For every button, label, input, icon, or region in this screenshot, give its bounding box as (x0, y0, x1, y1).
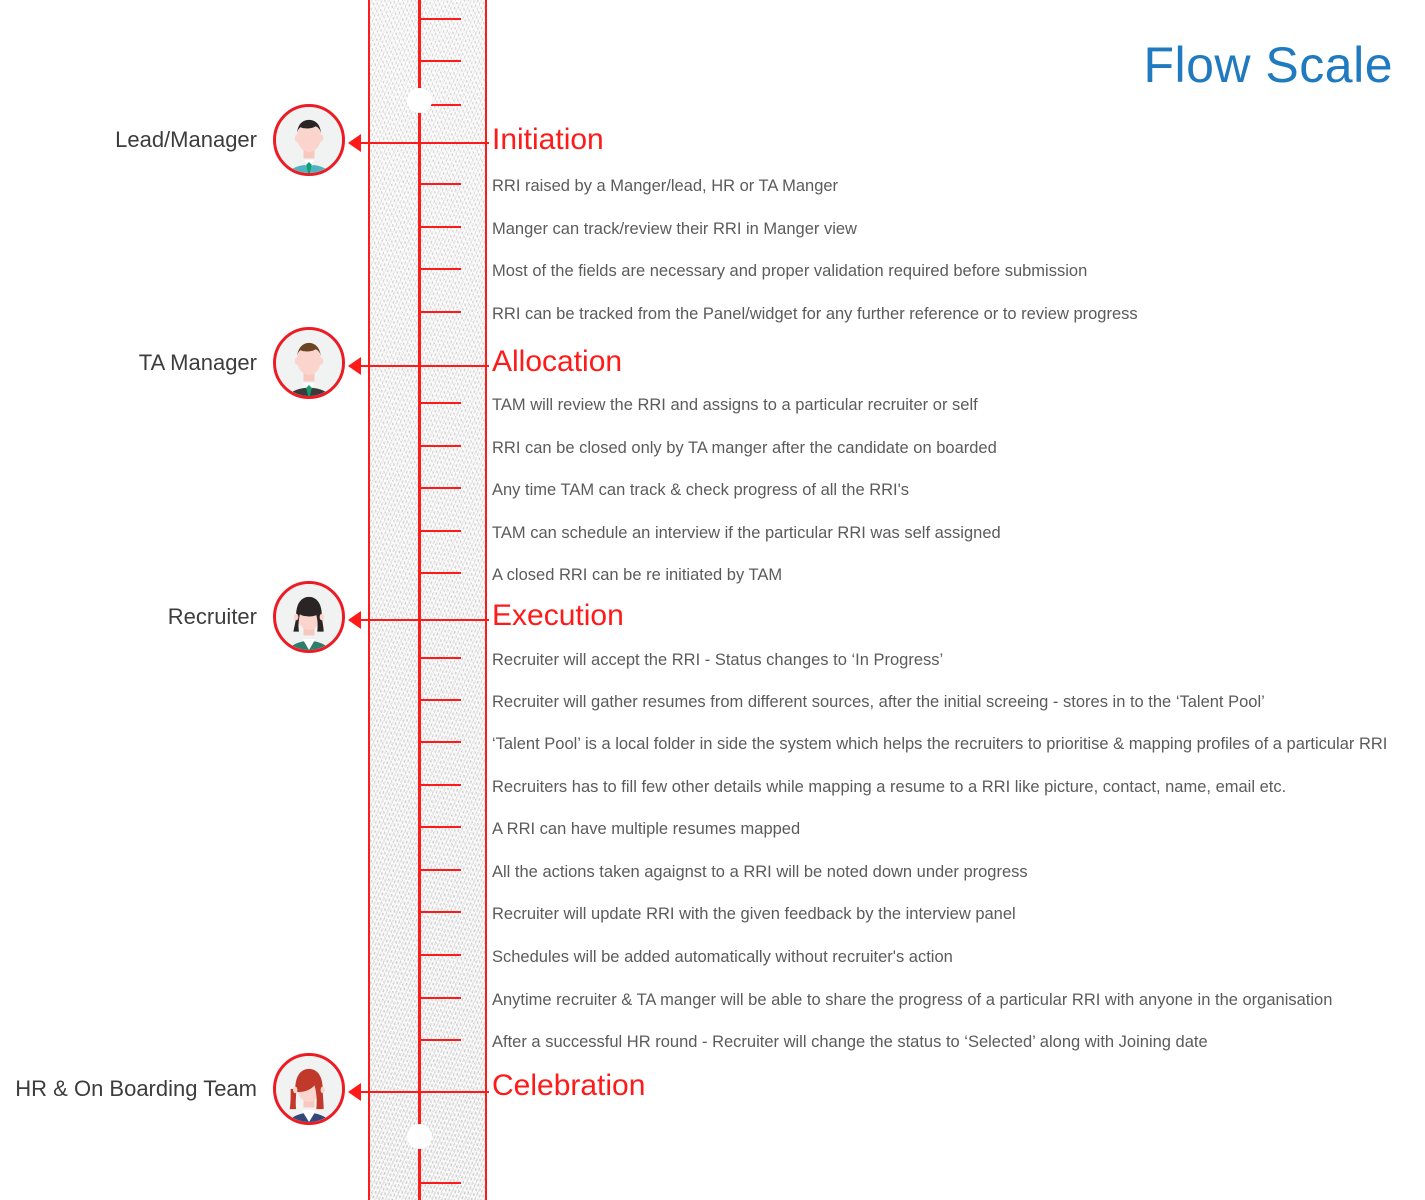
scale-tick (419, 911, 461, 913)
scale-tick (419, 784, 461, 786)
section-bullet: Manger can track/review their RRI in Man… (492, 220, 857, 238)
section-bullet: Recruiters has to fill few other details… (492, 778, 1287, 796)
role-row[interactable]: HR & On Boarding Team (0, 1053, 345, 1125)
section-heading: Initiation (492, 123, 604, 156)
section-bullet: Most of the fields are necessary and pro… (492, 262, 1088, 280)
page-title: Flow Scale (1143, 37, 1393, 93)
avatar-male-teal-icon (273, 104, 345, 176)
section-bullet: Recruiter will gather resumes from diffe… (492, 693, 1265, 711)
scale-tick (419, 183, 461, 185)
avatar-male-suit-icon (273, 327, 345, 399)
section-bullet: After a successful HR round - Recruiter … (492, 1033, 1208, 1051)
role-label: Recruiter (167, 604, 257, 629)
section-bullet: RRI can be closed only by TA manger afte… (492, 439, 997, 457)
section-bullet: TAM will review the RRI and assigns to a… (492, 396, 978, 414)
section-heading: Celebration (492, 1069, 646, 1102)
section-bullet: RRI can be tracked from the Panel/widget… (492, 305, 1138, 323)
scale-tick (419, 311, 461, 313)
section-bullet: RRI raised by a Manger/lead, HR or TA Ma… (492, 177, 839, 195)
section-connector-line (355, 142, 489, 144)
section-bullet: ‘Talent Pool’ is a local folder in side … (492, 735, 1388, 753)
scale-tick (419, 997, 461, 999)
role-row[interactable]: TA Manager (0, 327, 345, 399)
scale-tick (419, 268, 461, 270)
section-arrow-icon (348, 357, 361, 375)
scale-tick (419, 226, 461, 228)
role-row[interactable]: Lead/Manager (0, 104, 345, 176)
section-bullet: TAM can schedule an interview if the par… (492, 524, 1001, 542)
scale-tick (419, 1039, 461, 1041)
scale-tick (419, 1182, 461, 1184)
scale-tick (419, 954, 461, 956)
section-arrow-icon (348, 611, 361, 629)
scale-tick (419, 869, 461, 871)
section-arrow-icon (348, 1083, 361, 1101)
section-bullet: Recruiter will update RRI with the given… (492, 905, 1016, 923)
scale-center-line (418, 0, 421, 1200)
section-bullet: A RRI can have multiple resumes mapped (492, 820, 801, 838)
scale-tick (419, 445, 461, 447)
section-connector-line (355, 1091, 489, 1093)
section-bullet: All the actions taken agaignst to a RRI … (492, 863, 1028, 881)
scale-tick (419, 60, 461, 62)
scale-tick (419, 104, 461, 106)
scale-tick (419, 699, 461, 701)
avatar-female-dark-icon (273, 581, 345, 653)
section-bullet: Recruiter will accept the RRI - Status c… (492, 651, 944, 669)
scale-tick (419, 530, 461, 532)
section-arrow-icon (348, 134, 361, 152)
scale-tick (419, 18, 461, 20)
section-bullet: Anytime recruiter & TA manger will be ab… (492, 991, 1333, 1009)
scale-node-dot (407, 88, 432, 113)
scale-tick (419, 826, 461, 828)
role-label: Lead/Manager (115, 127, 257, 152)
section-connector-line (355, 365, 489, 367)
scale-tick (419, 487, 461, 489)
scale-tick (419, 572, 461, 574)
scale-tick (419, 402, 461, 404)
section-heading: Execution (492, 599, 624, 632)
section-bullet: A closed RRI can be re initiated by TAM (492, 566, 783, 584)
role-label: HR & On Boarding Team (15, 1076, 257, 1101)
scale-tick (419, 741, 461, 743)
section-bullet: Any time TAM can track & check progress … (492, 481, 910, 499)
avatar-female-red-icon (273, 1053, 345, 1125)
role-label: TA Manager (138, 350, 257, 375)
scale-ruler-strip (368, 0, 487, 1200)
scale-tick (419, 657, 461, 659)
section-connector-line (355, 619, 489, 621)
section-bullet: Schedules will be added automatically wi… (492, 948, 953, 966)
scale-node-dot (407, 1124, 432, 1149)
role-row[interactable]: Recruiter (0, 581, 345, 653)
section-heading: Allocation (492, 345, 623, 378)
